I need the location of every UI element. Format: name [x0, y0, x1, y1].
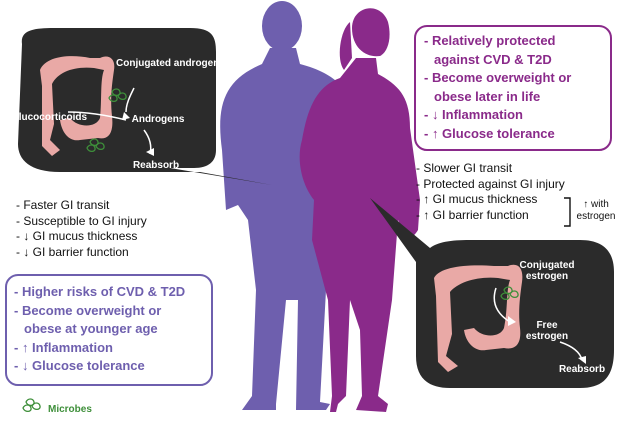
female-outcome-item: - ↓ Inflammation: [424, 107, 523, 123]
estrogen-bracket: [564, 197, 571, 227]
female-trait-item: - ↑ GI mucus thickness: [416, 192, 538, 206]
female-outcome-item: - Become overweight or: [424, 70, 572, 86]
female-free-estrogen-label: Free estrogen: [525, 320, 569, 342]
female-outcome-item: against CVD & T2D: [434, 51, 552, 67]
female-trait-item: - Protected against GI injury: [416, 176, 565, 191]
female-colon: [434, 264, 523, 372]
male-traits-list: - Faster GI transit - Susceptible to GI …: [16, 198, 147, 260]
male-outcome-item: - Become overweight or: [14, 302, 162, 318]
female-outcome-item: - ↑ Glucose tolerance: [424, 125, 555, 141]
male-colon: [40, 56, 115, 156]
male-trait-item: - ↓ GI mucus thickness: [16, 229, 138, 243]
male-outcome-item: obese at younger age: [24, 321, 158, 337]
female-bubble: [370, 198, 614, 388]
male-reabsorb-label: Reabsorb: [132, 160, 180, 171]
male-trait-item: - ↓ GI barrier function: [16, 244, 129, 259]
male-conjugated-androgens-label: Conjugated androgens: [116, 58, 225, 69]
male-androgens-label: Androgens: [131, 114, 185, 125]
male-outcome-item: - ↓ Glucose tolerance: [14, 358, 145, 374]
female-trait-item: - ↑ GI barrier function: [416, 207, 529, 222]
male-outcome-item: - ↑ Inflammation: [14, 339, 113, 355]
microbes-legend-icon: [22, 398, 41, 413]
male-box-border: [5, 274, 213, 386]
male-outcome-box: - Higher risks of CVD & T2D - Become ove…: [14, 283, 185, 376]
female-reabsorb-label: Reabsorb: [558, 364, 606, 375]
female-silhouette: [299, 8, 420, 412]
female-box-border: [414, 25, 612, 151]
male-arrowheads: [122, 112, 154, 156]
female-traits-list: - Slower GI transit - Protected against …: [416, 161, 565, 223]
female-outcome-box: - Relatively protected against CVD & T2D…: [424, 32, 571, 144]
female-trait-item: - Slower GI transit: [416, 161, 513, 175]
microbes-legend-label: Microbes: [48, 404, 92, 415]
male-outcome-item: - Higher risks of CVD & T2D: [14, 284, 186, 299]
female-arrowheads: [508, 316, 586, 364]
female-outcome-item: - Relatively protected: [424, 33, 556, 48]
female-conjugated-estrogen-label: Conjugated estrogen: [519, 260, 575, 282]
male-glucocorticoids-label: Glucocorticoids: [10, 112, 88, 123]
male-trait-item: - Susceptible to GI injury: [16, 213, 147, 228]
female-outcome-item: obese later in life: [434, 88, 541, 104]
estrogen-note: ↑ with estrogen: [576, 199, 616, 222]
male-trait-item: - Faster GI transit: [16, 198, 110, 212]
